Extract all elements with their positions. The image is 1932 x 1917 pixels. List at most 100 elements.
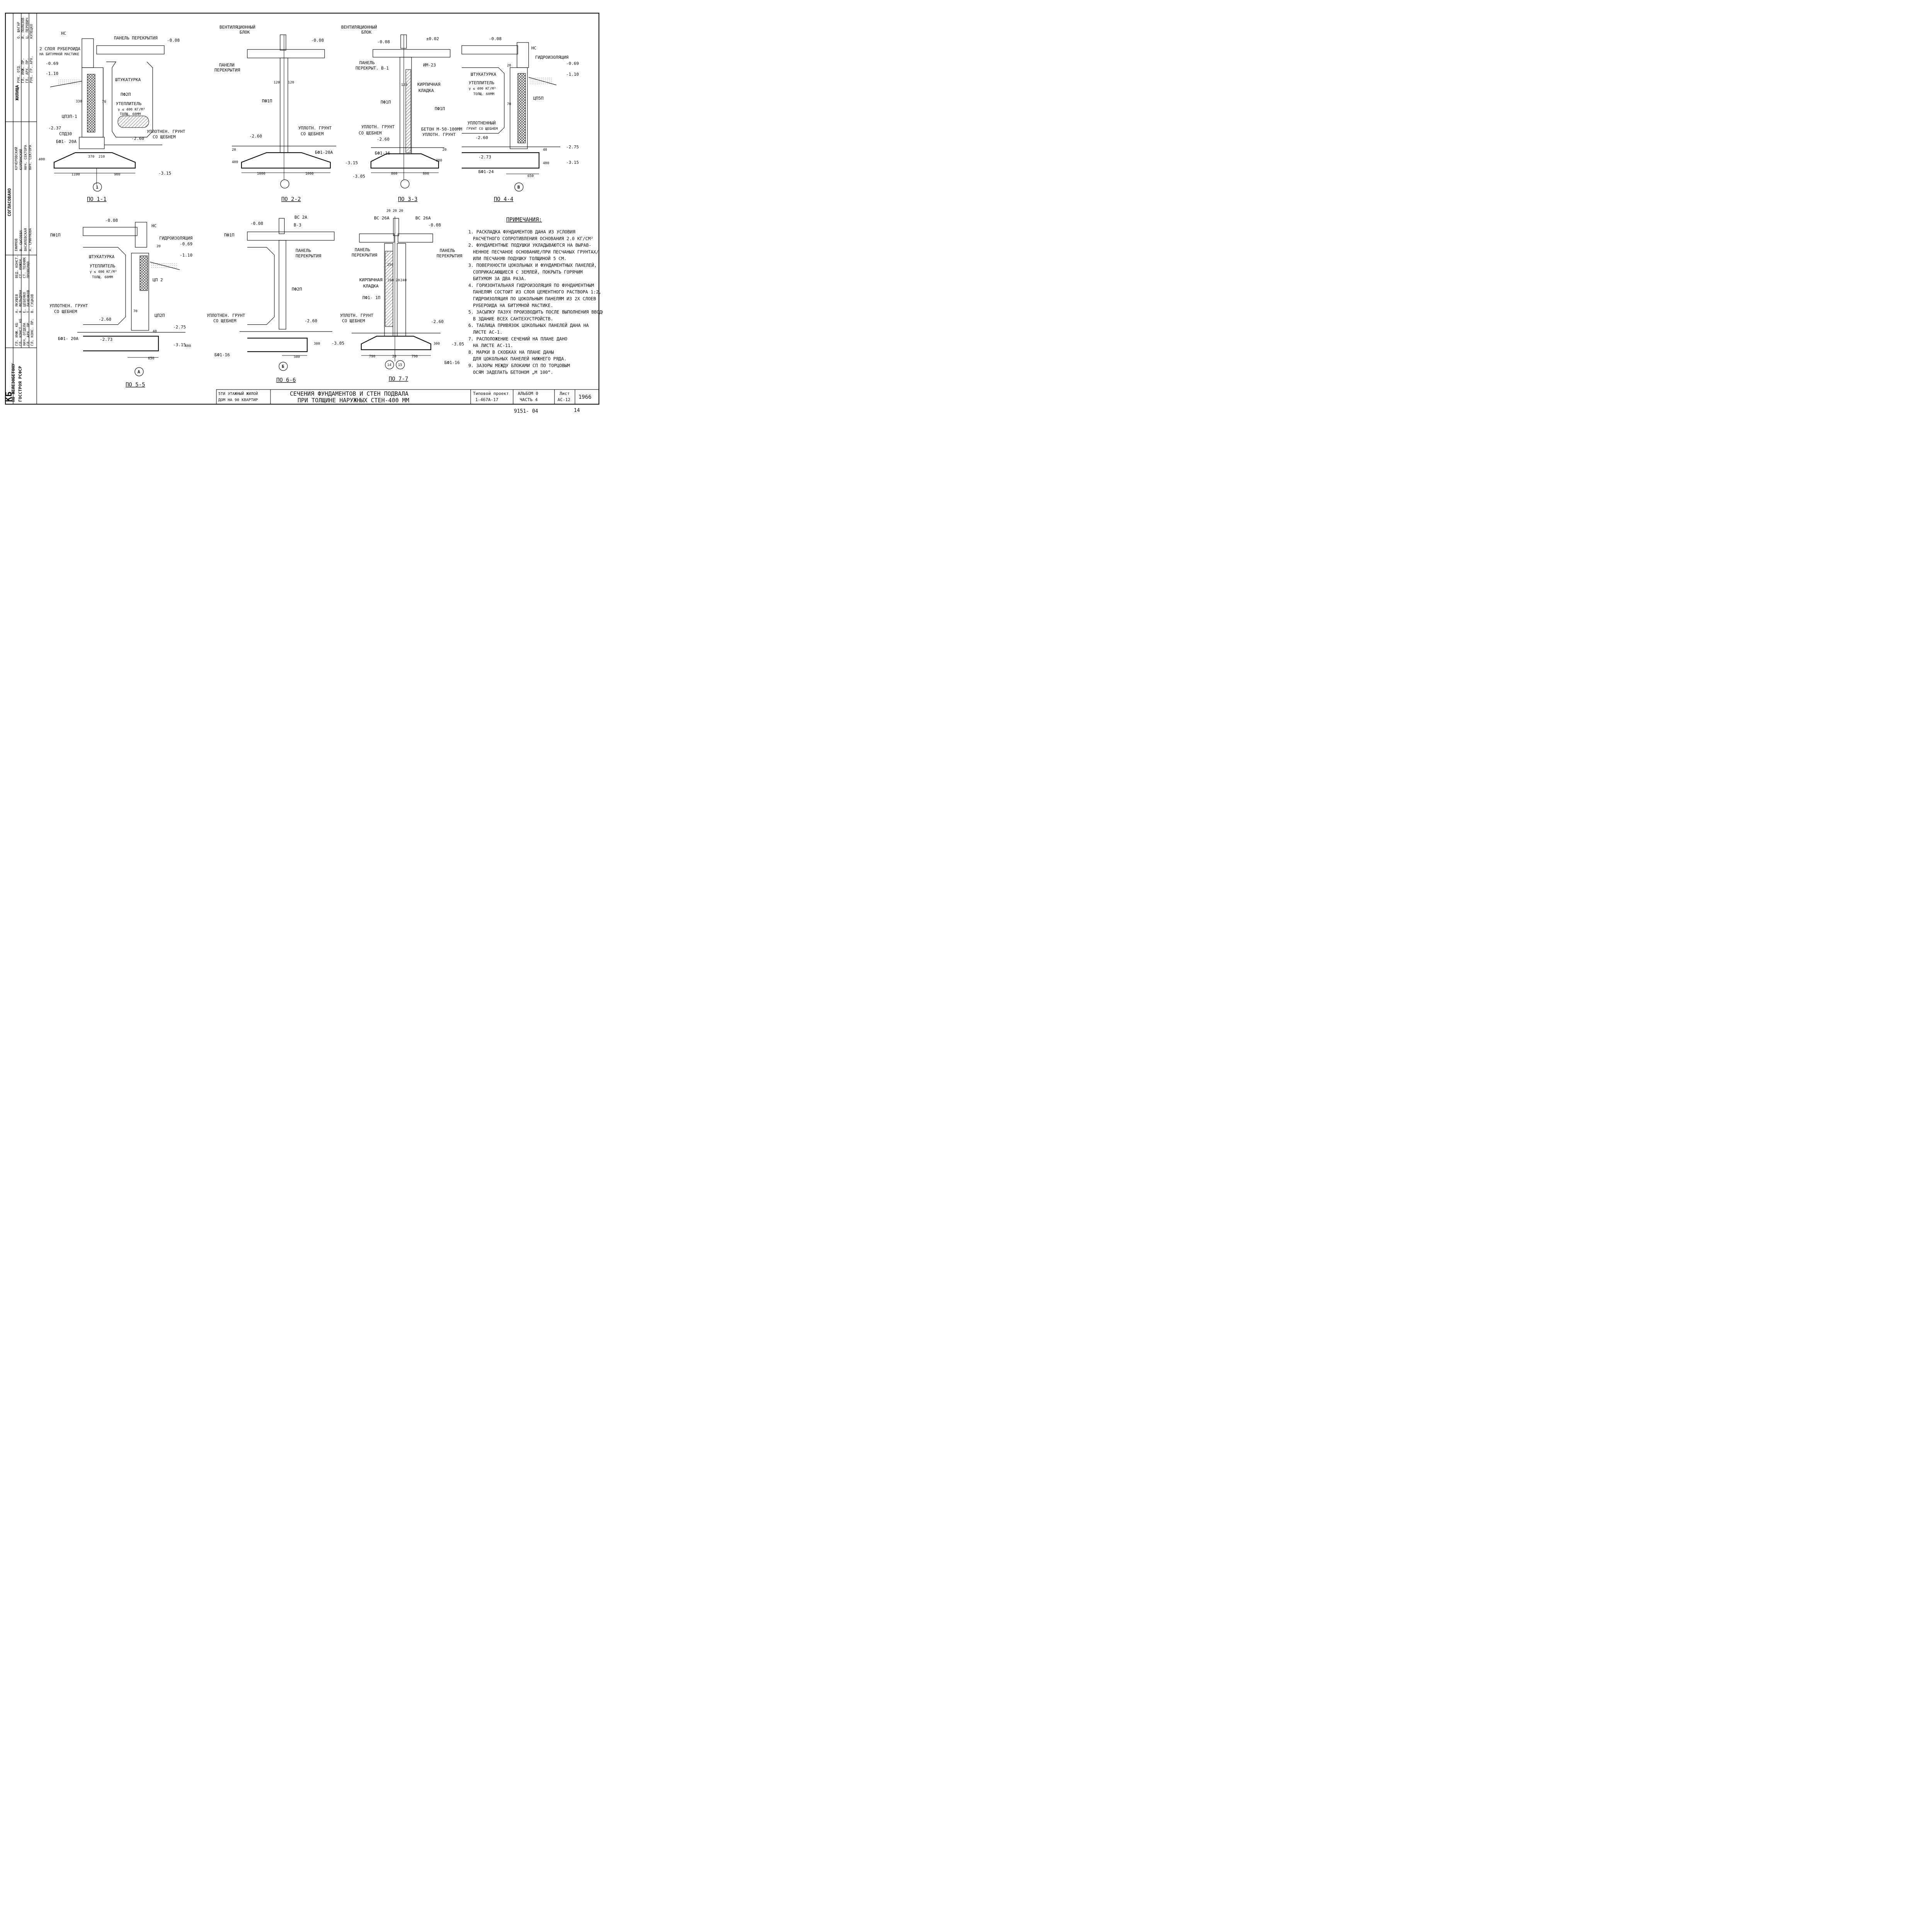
label-panel-right-1: ПАНЕЛЬ (440, 248, 455, 253)
label-panel-right-2: ПЕРЕКРЫТИЯ (437, 253, 463, 259)
label-soil-2: СО ЩЕБНЕМ (54, 309, 77, 314)
floor-panel (247, 231, 335, 241)
label-gamma: γ ≤ 400 КГ/М³ (118, 108, 145, 112)
floor-panel (372, 49, 451, 58)
level-top: -0.08 (167, 38, 180, 43)
section-caption: ПО 6-6 (276, 377, 296, 383)
section-6-6: Б ПО 6-6 -0.08 ВС 2А В-3 ПФ1П ПАНЕЛЬ ПЕР… (207, 215, 344, 383)
stamp-cell: Е. ЦЕБЕНКО (23, 292, 27, 313)
dim-400: 400 (185, 344, 191, 348)
label-brick-2: КЛАДКА (418, 88, 434, 93)
label-bf: БФ1-20А (315, 150, 333, 155)
note-line: РУБЕРОИДА НА БИТУМНОЙ МАСТИКЕ. (473, 302, 553, 308)
level-3: -2.60 (475, 135, 488, 140)
note-line: 4. ГОРИЗОНТАЛЬНАЯ ГИДРОИЗОЛЯЦИЯ ПО ФУНДА… (468, 282, 594, 288)
sheet-title-line1: СЕЧЕНИЯ ФУНДАМЕНТОВ И СТЕН ПОДВАЛА (290, 390, 408, 397)
level-5: -2.73 (478, 155, 491, 160)
label-ruberoid-2: НА БИТУМНОЙ МАСТИКЕ (39, 52, 79, 56)
brick-pattern (117, 116, 149, 128)
label-soil-1: УПЛОТНЕН. ГРУНТ (147, 129, 185, 134)
stamp-cell: ГЛ. ИНЖ. КБ (15, 323, 19, 346)
label-pf2p: ПФ2П (121, 92, 131, 97)
page-number: 14 (574, 408, 580, 413)
level-top: -0.08 (250, 221, 263, 226)
label-bf: БФ1-24 (478, 169, 494, 174)
object-line2: ДОМ НА 90 КВАРТИР (218, 398, 258, 402)
label-concrete: БЕТОН М-50-100ММ (421, 127, 462, 132)
dims-top: 20 20 20 (386, 209, 403, 213)
stamp-cell: ГЛ. АРХ. ПР. (27, 321, 31, 346)
note-line: ИЛИ ПЕСЧАНУЮ ПОДУШКУ ТОЛЩИНОЙ 5 СМ. (473, 255, 566, 261)
stamp-cell: И. ПОЛОЗОВ (21, 18, 25, 39)
label-nc: НС (531, 46, 536, 51)
level-2: -2.60 (377, 137, 389, 142)
dim-400: 400 (39, 158, 45, 162)
drawing-sheet: ЖИЛИЩА СОГЛАСОВАНО ПО ЖЕЛЕЗОБЕТОНУ ГОССТ… (4, 12, 603, 414)
note-line: 3. ПОВЕРХНОСТИ ЦОКОЛЬНЫХ И ФУНДАМЕНТНЫХ … (468, 262, 597, 268)
stamp-cell: ГЛ. КОНСТ. КБ (19, 319, 23, 346)
label-vent-1: ВЕНТИЛЯЦИОННЫЙ (341, 25, 377, 30)
label-brick-1: КИРПИЧНАЯ (359, 277, 383, 282)
stamp-cell: Ц. ПЕРОВИЧ (26, 18, 29, 39)
wall-panel-right (397, 243, 406, 337)
level-1: -2.60 (431, 319, 444, 324)
stamp-cell: ВЕД. КОНСТ. (15, 255, 19, 278)
wall-panel (131, 253, 149, 331)
level-5: -3.15 (158, 171, 171, 176)
label-insulation: УТЕПЛИТЕЛЬ (469, 80, 495, 85)
note-line: 1. РАСКЛАДКА ФУНДАМЕНТОВ ДАНА ИЗ УСЛОВИЯ (468, 229, 575, 235)
label-vc: ВС 2А (294, 215, 307, 220)
brick-hatch (405, 69, 411, 153)
label-bf: БФ1- 20А (56, 139, 77, 144)
sheet-title-line2: ПРИ ТОЛЩИНЕ НАРУЖНЫХ СТЕН-400 ММ (298, 397, 409, 404)
dim-120: 120 (401, 83, 407, 87)
label-csp2: ЦП2П (155, 313, 165, 318)
axis-marker (134, 367, 144, 376)
label-pf1p: ПФ1П (224, 233, 235, 238)
note-line: В ЗДАНИЕ ВСЕХ САНТЕХУСТРОЙСТВ. (473, 316, 553, 321)
level-2: -3.15 (345, 160, 358, 165)
insulation-hatch (517, 73, 526, 143)
label-nc: НС (151, 223, 156, 228)
title-block: 5ТИ ЭТАЖНЫЙ ЖИЛОЙ ДОМ НА 90 КВАРТИР СЕЧЕ… (216, 389, 599, 414)
level-1: -0.69 (566, 61, 579, 66)
dim-330: 330 (76, 100, 82, 104)
dim-580: 580 (294, 355, 300, 359)
dim-20: 20 (507, 64, 511, 68)
section-caption: ПО 2-2 (281, 196, 301, 202)
label-bf: БФ1-16 (214, 352, 230, 357)
section-4-4: В ПО 4-4 -0.08 НС ГИДРОИЗОЛЯЦИЯ -0.69 -1… (435, 36, 579, 202)
label-brick-2: КЛАДКА (363, 284, 379, 289)
note-line: БИТУМОМ ЗА ДВА РАЗА. (473, 276, 526, 281)
stamp-cell: ЕФИМОВ (15, 238, 19, 251)
level-1: -0.69 (46, 61, 58, 66)
org-logo: КБ (4, 392, 14, 402)
dim-240a: 240 (388, 279, 394, 282)
stamp-cell: НАЧ. ОТДЕЛА (23, 323, 27, 346)
dim-210: 210 (99, 155, 105, 159)
level-top: -0.08 (428, 223, 441, 228)
dim-370: 370 (88, 155, 94, 159)
note-line: НЕННОЕ ПЕСЧАНОЕ ОСНОВАНИЕ/ПРИ ПЕСЧАНЫХ Г… (473, 249, 599, 255)
floor-panel (83, 227, 138, 236)
dim-300: 300 (434, 342, 440, 346)
level-3: -2.60 (99, 317, 111, 322)
level-4: -2.75 (566, 145, 579, 150)
label-soil-2: СО ЩЕБНЕМ (301, 131, 324, 136)
stamp-cell: Т. ЛАЧЕНКОВ (27, 290, 31, 313)
level-2: -3.05 (332, 341, 344, 346)
label-panels-2: ПЕРЕКРЫТИЯ (214, 68, 240, 73)
org-name-line1: ПО ЖЕЛЕЗОБЕТОНУ (11, 363, 16, 402)
label-vc-right: ВС 26А (415, 216, 431, 221)
level-2: -1.10 (180, 253, 192, 258)
label-spd: СПД30 (59, 131, 72, 136)
stamp-cell: ПРОВЕРИЛ (27, 262, 31, 278)
floor-panel-right (398, 233, 433, 243)
object-line1: 5ТИ ЭТАЖНЫЙ ЖИЛОЙ (218, 391, 258, 396)
label-nc: НС (61, 31, 66, 36)
notes-title: ПРИМЕЧАНИЯ: (506, 217, 542, 223)
label-hydro: ГИДРОИЗОЛЯЦИЯ (159, 236, 192, 241)
label-soil-2: ГРУНТ СО ЩЕБНЕМ (466, 127, 498, 131)
note-line: 6. ТАБЛИЦА ПРИВЯЗОК ЦОКОЛЬНЫХ ПАНЕЛЕЙ ДА… (468, 322, 589, 328)
stamp-cell: ВАСИЛЕВСКАЯ (24, 228, 28, 251)
